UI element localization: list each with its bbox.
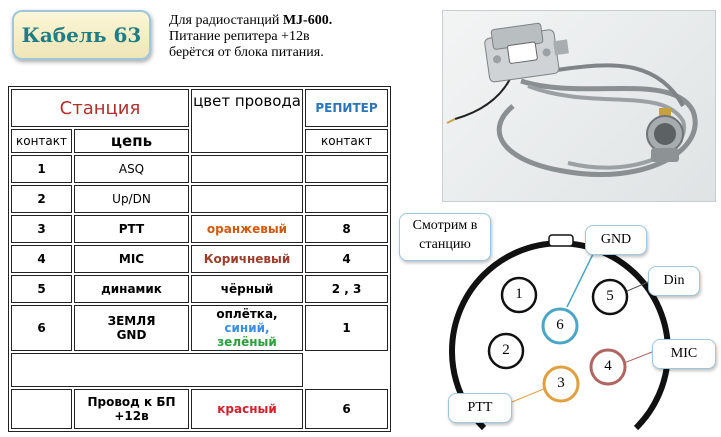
din-callout: Din <box>648 266 700 296</box>
description-line-2: Питание репитера +12в <box>169 29 310 44</box>
table-row: 2 Up/DN <box>11 185 388 213</box>
din-leader <box>624 281 649 293</box>
cable-loop-2 <box>527 84 687 170</box>
header-wire-color: цвет провода <box>191 89 303 153</box>
pin-3-number: 3 <box>557 375 565 391</box>
pin-2 <box>487 332 525 370</box>
table-subheader-row: контакт цепь контакт <box>11 129 388 153</box>
table-row: 1 ASQ <box>11 155 388 183</box>
description-line-1: Для радиостанций MJ-600. <box>169 13 333 28</box>
header-repeater: РЕПИТЕР <box>305 89 388 127</box>
mic-leader <box>623 351 653 364</box>
pin-1-number: 1 <box>515 286 523 302</box>
power-repeater-cell: 6 <box>305 389 388 429</box>
circuit-cell: ЗЕМЛЯ GND <box>74 305 189 351</box>
circuit-cell: MIC <box>74 245 189 273</box>
contact-cell: 5 <box>11 275 72 303</box>
power-contact-cell <box>11 389 72 429</box>
color-cell: чёрный <box>191 275 303 303</box>
circuit-cell: Up/DN <box>74 185 189 213</box>
contact-cell: 3 <box>11 215 72 243</box>
description-line-3: берётся от блока питания. <box>169 45 324 60</box>
contact-cell: 1 <box>11 155 72 183</box>
gnd-callout: GND <box>585 225 647 255</box>
repeater-cell <box>305 155 388 183</box>
description: Для радиостанций MJ-600. Питание репитер… <box>169 13 409 61</box>
radio-model: MJ-600. <box>282 13 333 28</box>
color-cell: Коричневый <box>191 245 303 273</box>
cable-photo <box>442 10 716 202</box>
circuit-cell: динамик <box>74 275 189 303</box>
circuit-cell: PTT <box>74 215 189 243</box>
power-color-cell: красный <box>191 389 303 429</box>
power-row: Провод к БП +12в красный 6 <box>11 389 388 429</box>
mic-callout: MIC <box>652 339 716 369</box>
repeater-cell: 2 , 3 <box>305 275 388 303</box>
table-row: 5 динамик чёрный 2 , 3 <box>11 275 388 303</box>
pin-3 <box>542 365 580 403</box>
spacer-cell <box>11 353 303 387</box>
pin-1 <box>500 276 538 314</box>
cable-photo-drawing <box>446 22 698 177</box>
header-circuit: цепь <box>74 129 189 153</box>
ptt-callout: PTT <box>448 393 512 423</box>
table-row: 3 PTT оранжевый 8 <box>11 215 388 243</box>
round-connector <box>646 108 684 162</box>
pin-6 <box>541 307 579 345</box>
spacer-cell-right <box>305 353 388 387</box>
pin-6-number: 6 <box>556 317 564 333</box>
connector-diagram: 1 2 3 4 5 6 Смотрим в станцию GND Din MI… <box>396 210 721 437</box>
title-badge: Кабель 63 <box>12 10 151 60</box>
pin-5 <box>591 278 629 316</box>
header-contact: контакт <box>11 129 72 153</box>
gnd-leader <box>566 251 595 308</box>
view-direction-callout: Смотрим в станцию <box>399 213 491 261</box>
header-repeater-contact: контакт <box>305 129 388 153</box>
contact-cell: 6 <box>11 305 72 351</box>
table-header-row: Станция цвет провода РЕПИТЕР <box>11 89 388 153</box>
table-row: 4 MIC Коричневый 4 <box>11 245 388 273</box>
header-station: Станция <box>11 89 189 127</box>
wiring-table: Станция цвет провода РЕПИТЕР контакт цеп… <box>8 86 391 432</box>
contact-cell: 2 <box>11 185 72 213</box>
table-row: 6 ЗЕМЛЯ GND оплётка, синий, зелёный 1 <box>11 305 388 351</box>
circuit-cell: ASQ <box>74 155 189 183</box>
page-title: Кабель 63 <box>21 23 142 47</box>
color-cell: оплётка, синий, зелёный <box>191 305 303 351</box>
color-cell <box>191 155 303 183</box>
ptt-leader <box>511 387 547 403</box>
pin-4-number: 4 <box>604 358 612 374</box>
contact-cell: 4 <box>11 245 72 273</box>
table-spacer-row <box>11 353 388 387</box>
repeater-cell: 4 <box>305 245 388 273</box>
cable-strand <box>547 63 685 107</box>
power-wire-tip <box>446 118 456 124</box>
repeater-cell: 1 <box>305 305 388 351</box>
pin-4 <box>589 348 627 386</box>
power-circuit-cell: Провод к БП +12в <box>74 389 189 429</box>
connector-key <box>548 234 574 247</box>
repeater-cell: 8 <box>305 215 388 243</box>
color-cell: оранжевый <box>191 215 303 243</box>
pin-2-number: 2 <box>502 342 510 358</box>
db9-connector <box>484 22 569 83</box>
color-cell <box>191 185 303 213</box>
pin-5-number: 5 <box>606 288 614 304</box>
repeater-cell <box>305 185 388 213</box>
